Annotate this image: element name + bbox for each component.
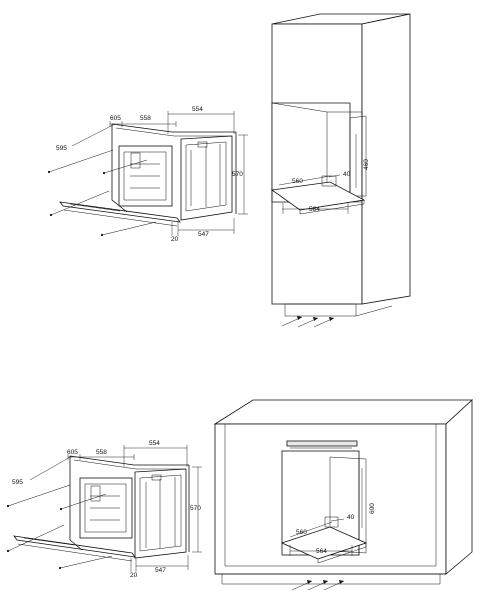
oven-illustration-top: 595 605 558 554 570 20 547 <box>47 106 248 243</box>
dim-570-label-bottom: 570 <box>190 505 201 512</box>
dim-570-label: 570 <box>232 171 243 178</box>
dim-547-label-bottom: 547 <box>155 567 166 574</box>
dim-40-label-base: 40 <box>347 514 355 521</box>
dim-600-label-base: 600 <box>369 503 376 514</box>
oven-illustration-bottom: 595 605 558 554 570 20 547 <box>6 440 202 579</box>
dim-560-label: 560 <box>292 178 303 185</box>
dim-554-label-bottom: 554 <box>149 440 160 447</box>
base-cabinet-illustration: 560 40 600 564 <box>213 399 474 591</box>
tall-cabinet-illustration: 560 40 460 564 <box>270 13 411 328</box>
dim-605-label-bottom: 605 <box>67 449 78 456</box>
dim-595-label-bottom: 595 <box>12 479 23 486</box>
dim-564-label: 564 <box>309 206 320 213</box>
dim-547-label: 547 <box>198 231 209 238</box>
dim-40-label: 40 <box>343 171 351 178</box>
dim-554-label: 554 <box>192 106 203 113</box>
dim-460-label: 460 <box>363 159 370 170</box>
dim-595-label: 595 <box>56 145 67 152</box>
dim-558-label: 558 <box>140 115 151 122</box>
dim-558-label-bottom: 558 <box>96 449 107 456</box>
dim-20-label: 20 <box>171 236 179 243</box>
dim-605-label: 605 <box>110 115 121 122</box>
dim-564-label-base: 564 <box>316 548 327 555</box>
dim-20-label-bottom: 20 <box>130 572 138 579</box>
dim-560-label-base: 560 <box>296 529 307 536</box>
